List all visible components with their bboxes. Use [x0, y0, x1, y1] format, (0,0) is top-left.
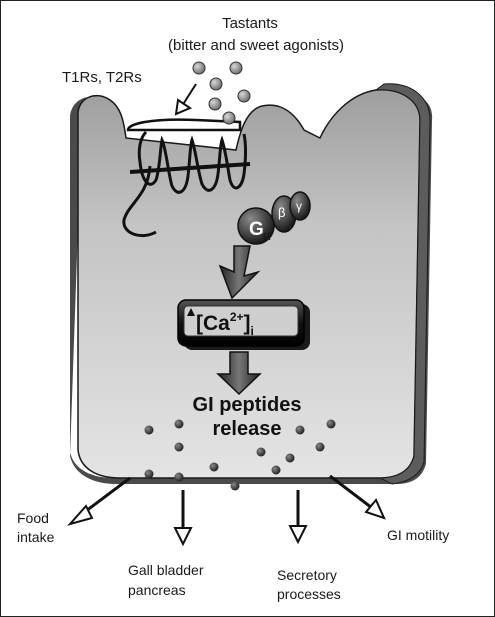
tastants-subtitle: (bitter and sweet agonists) [168, 37, 344, 54]
output-arrow-gall-bladder [173, 490, 193, 547]
g-alpha-subunit [237, 207, 275, 245]
g-label: G [249, 219, 264, 240]
g-beta-label: β [278, 205, 285, 220]
food-intake-label-line2: intake [17, 529, 55, 545]
calcium-box: [Ca2+]i [177, 299, 310, 350]
g-alpha-label: α [263, 227, 271, 243]
secretory-label-line1: Secretory [277, 567, 337, 583]
tastants-title: Tastants [222, 15, 278, 32]
receptor-pointer-arrow [174, 83, 197, 116]
output-arrow-food-intake [67, 476, 131, 526]
output-arrow-gi-motility [329, 474, 386, 520]
increase-arrow-icon [187, 308, 195, 316]
receptor-membrane-loops [122, 118, 251, 237]
release-line2: release [213, 418, 282, 440]
release-line1: GI peptides [193, 394, 302, 416]
gi-motility-label: GI motility [387, 527, 449, 543]
tastant-molecules [192, 61, 251, 125]
g-protein-complex: G α β γ [237, 191, 311, 245]
g-gamma-label: γ [296, 199, 302, 213]
calcium-label: [Ca2+]i [196, 310, 254, 338]
peptide-granules [144, 419, 336, 491]
signal-arrow-2 [216, 351, 262, 396]
food-intake-label-line1: Food [17, 510, 49, 526]
receptor-label: T1Rs, T2Rs [62, 69, 142, 86]
secretory-label-line2: processes [277, 586, 341, 602]
cell-rim [374, 83, 431, 485]
signal-arrow-1 [218, 245, 261, 300]
output-arrow-secretory [288, 490, 308, 545]
gall-bladder-label-line2: pancreas [128, 582, 186, 598]
gall-bladder-label-line1: Gall bladder [128, 562, 204, 578]
g-gamma-subunit [289, 191, 311, 221]
